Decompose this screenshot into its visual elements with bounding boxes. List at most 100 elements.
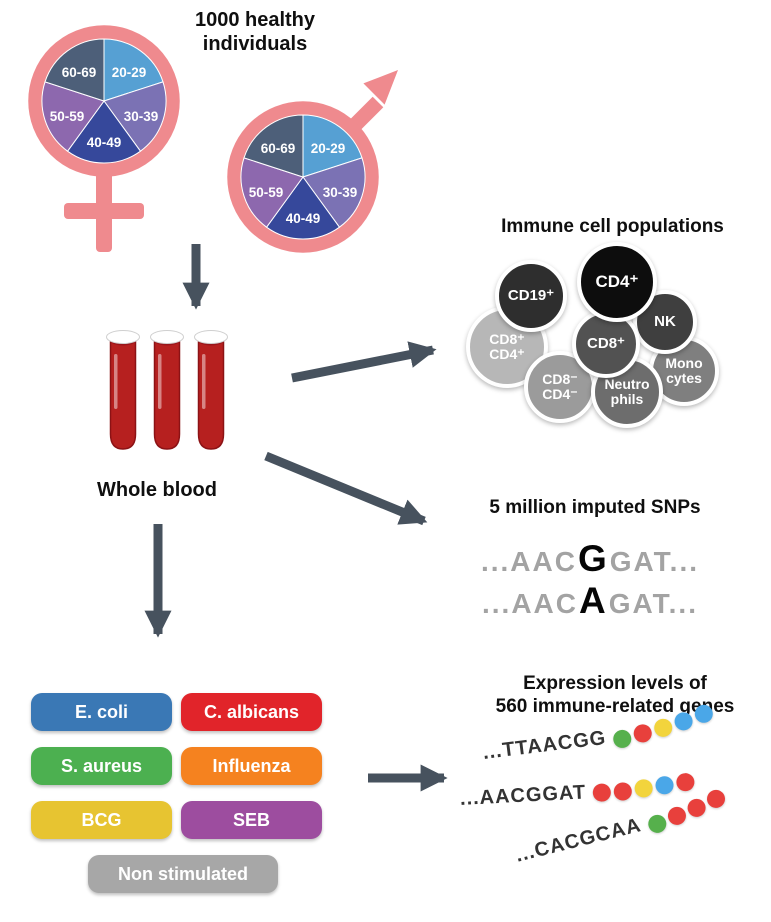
cell-label: cytes	[666, 370, 702, 386]
female-symbol-pie-chart: 20-29 30-39 40-49 50-59 60-69	[28, 25, 180, 252]
immune-populations-title: Immune cell populations	[501, 216, 724, 237]
snps-title: 5 million imputed SNPs	[489, 497, 701, 518]
expression-dot	[676, 772, 696, 792]
pie-slice-20-29	[302, 114, 363, 178]
cell-label: CD4⁺	[595, 271, 639, 291]
cell-label: CD8⁺	[489, 330, 525, 347]
tube-rim	[106, 330, 140, 344]
pie-slice-50-59	[240, 157, 304, 228]
tube-highlight	[158, 354, 162, 409]
tube-body	[153, 340, 181, 450]
cell-circle-cd8pos: CD8⁺	[572, 310, 640, 378]
tube-rim	[194, 330, 228, 344]
expression-dot	[634, 778, 654, 798]
pie-label-50-59: 50-59	[50, 109, 85, 124]
stimulus-influenza: Influenza	[181, 747, 322, 785]
study-title-line2: individuals	[202, 33, 308, 56]
stimulus-bcg: BCG	[31, 801, 172, 839]
cell-label: CD8⁺	[587, 334, 625, 352]
expression-dot	[655, 775, 675, 795]
expression-title-line1: Expression levels of	[523, 673, 707, 694]
pie-label-30-39: 30-39	[124, 109, 159, 124]
cell-label: CD19⁺	[507, 286, 555, 304]
pie-label-40-49: 40-49	[87, 135, 122, 150]
pie-label-60-69: 60-69	[261, 141, 296, 156]
cell-label: Neutro	[604, 375, 650, 392]
cell-label: Mono	[665, 354, 703, 371]
stimulus-label: Non stimulated	[117, 863, 248, 884]
stimulus-label: S. aureus	[60, 755, 143, 776]
study-title-line1: 1000 healthy	[194, 9, 316, 31]
female-cross-bar	[64, 203, 144, 219]
expression-dot	[613, 781, 633, 801]
arrow-blood-to-immune-cells	[291, 341, 437, 383]
stimulus-calbicans: C. albicans	[181, 693, 322, 731]
snp-seq-suffix: GAT...	[608, 588, 698, 619]
tube-highlight	[114, 354, 118, 409]
cell-label: phils	[610, 391, 644, 407]
blood-tube	[150, 330, 184, 450]
expression-dot	[632, 722, 653, 743]
expression-title-line2: 560 immune-related genes	[495, 696, 735, 718]
arrow-blood-to-snps	[264, 451, 428, 526]
stimulus-seb: SEB	[181, 801, 322, 839]
pie-label-20-29: 20-29	[112, 65, 147, 80]
snp-seq-suffix: GAT...	[609, 546, 700, 577]
stimulus-label: BCG	[81, 809, 122, 830]
cell-label: NK	[654, 312, 676, 330]
expression-title: Expression levels of 560 immune-related …	[470, 672, 760, 718]
stimulus-label: Influenza	[212, 755, 291, 776]
blood-tubes	[106, 330, 228, 450]
whole-blood-label: Whole blood	[97, 479, 217, 501]
stimulus-ecoli: E. coli	[31, 693, 172, 731]
pie-slice-60-69	[44, 38, 105, 102]
pie-label-60-69: 60-69	[62, 65, 97, 80]
snp-variant-allele: G	[577, 538, 609, 579]
stimulus-label: E. coli	[74, 701, 128, 722]
expression-dot	[653, 717, 674, 738]
stimulus-saureus: S. aureus	[31, 747, 172, 785]
pie-slice-40-49	[265, 176, 341, 240]
pie-label-20-29: 20-29	[311, 141, 346, 156]
pie-label-40-49: 40-49	[286, 211, 321, 226]
tube-body	[109, 340, 137, 450]
blood-tube	[194, 330, 228, 450]
pie-label-30-39: 30-39	[323, 185, 358, 200]
snp-variant-allele: A	[579, 580, 608, 621]
pie-label-50-59: 50-59	[249, 185, 284, 200]
pie-slice-30-39	[302, 157, 366, 228]
expression-dot	[612, 728, 633, 749]
snp-seq-prefix: ...AAC	[480, 546, 577, 577]
male-arrow-head	[363, 70, 398, 105]
pie-slice-30-39	[103, 81, 167, 152]
male-arrow-stem	[348, 96, 384, 132]
pie-slice-50-59	[41, 81, 105, 152]
cell-circle-cd4pos: CD4⁺	[577, 242, 657, 322]
expression-dot	[646, 812, 668, 835]
expression-dots	[590, 772, 696, 802]
stimulus-label: C. albicans	[203, 701, 300, 722]
cell-label: CD4⁺	[489, 346, 525, 362]
female-age-pie: 20-29 30-39 40-49 50-59 60-69	[41, 38, 167, 164]
study-title: 1000 healthy individuals	[155, 8, 355, 57]
snp-seq-prefix: ...AAC	[482, 588, 578, 619]
expression-dot	[665, 804, 688, 827]
blood-tube	[106, 330, 140, 450]
male-age-pie: 20-29 30-39 40-49 50-59 60-69	[240, 114, 366, 240]
cell-label: CD4⁻	[542, 386, 578, 402]
tube-highlight	[202, 354, 206, 409]
tube-rim	[150, 330, 184, 344]
pie-slice-20-29	[103, 38, 164, 102]
stimulus-non-stimulated: Non stimulated	[88, 855, 278, 893]
stimulus-label: SEB	[232, 809, 270, 830]
tube-body	[197, 340, 225, 450]
male-symbol-pie-chart: 20-29 30-39 40-49 50-59 60-69	[227, 70, 398, 253]
cell-circle-cd19pos: CD19⁺	[495, 260, 567, 332]
pie-slice-60-69	[243, 114, 304, 178]
cell-label: CD8⁻	[542, 370, 578, 387]
expression-dot	[592, 782, 612, 802]
